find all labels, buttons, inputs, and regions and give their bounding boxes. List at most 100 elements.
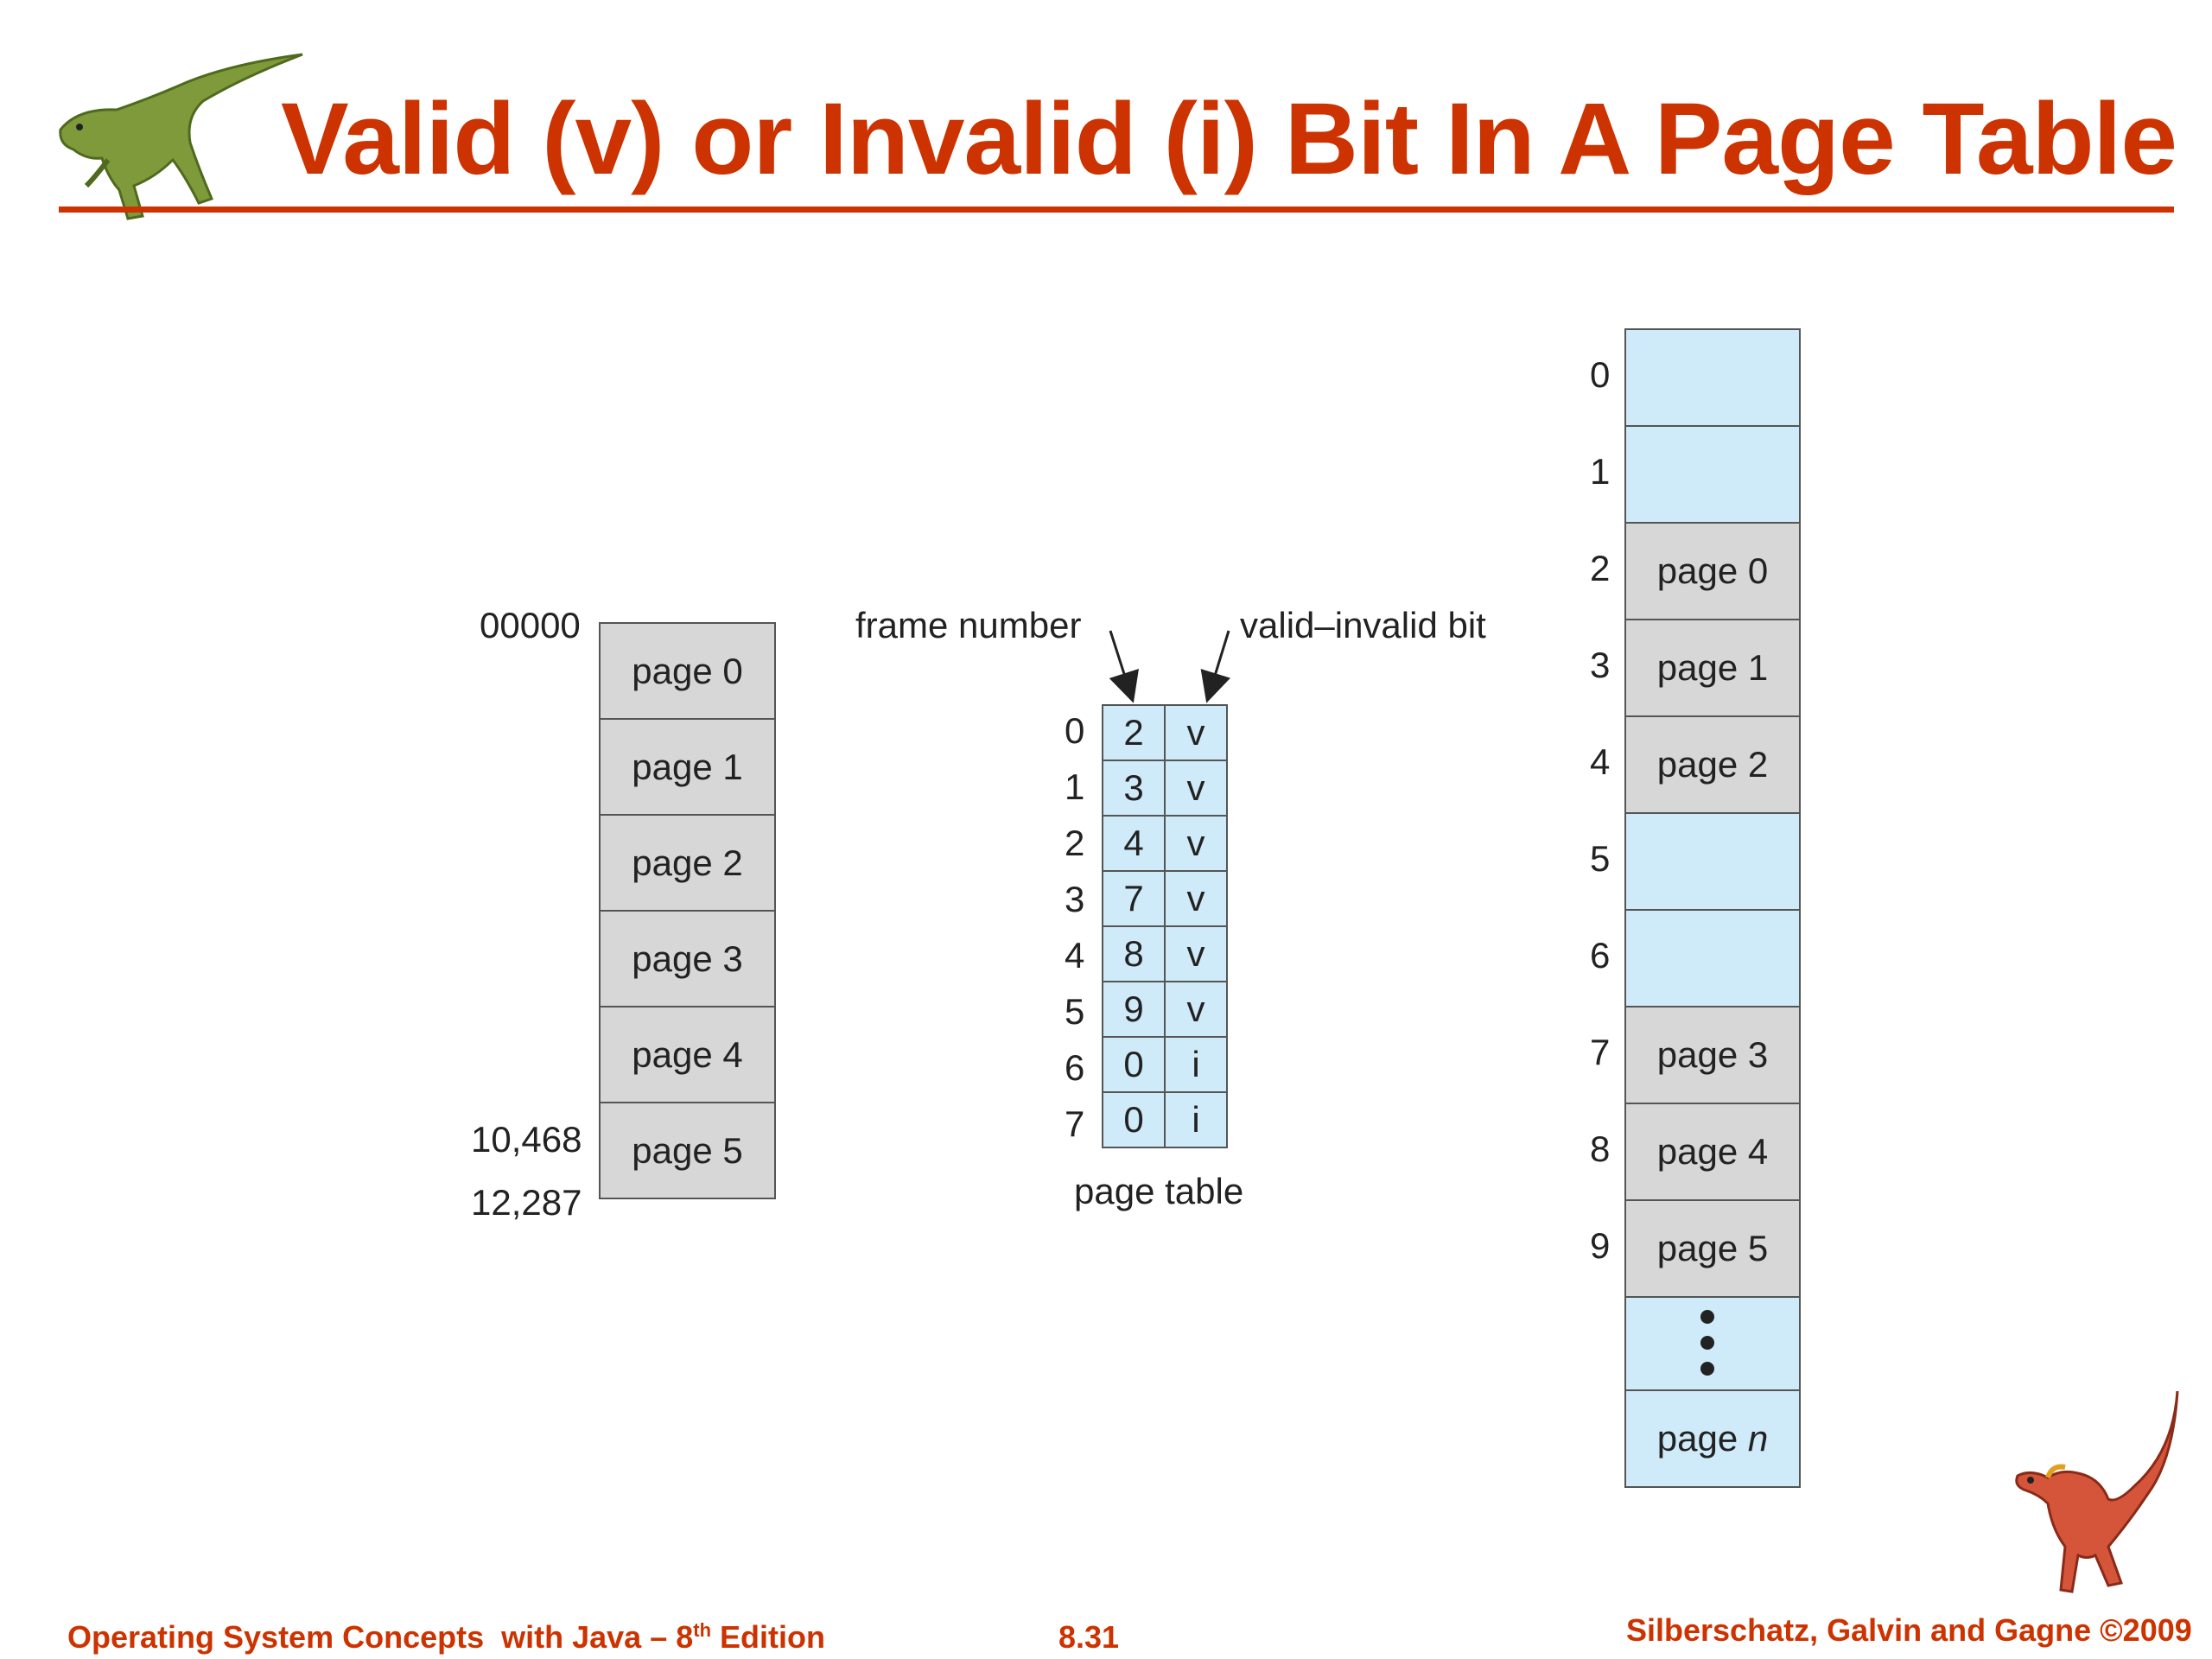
physical-frame xyxy=(1624,425,1801,524)
valid-bit-value: i xyxy=(1192,1099,1200,1140)
page-table-index: 2 xyxy=(1065,823,1085,863)
frame-index: 8 xyxy=(1590,1128,1611,1169)
physical-frame-content: page 4 xyxy=(1656,1131,1769,1172)
physical-frame: page 3 xyxy=(1624,1006,1801,1104)
frame-value: 0 xyxy=(1123,1044,1144,1084)
frame-cell: 4 xyxy=(1102,815,1166,872)
slide-title: Valid (v) or Invalid (i) Bit In A Page T… xyxy=(281,82,2177,196)
page-table-index: 0 xyxy=(1065,710,1085,751)
page-n-variable: n xyxy=(1747,1418,1769,1459)
ellipsis-dot xyxy=(1700,1310,1714,1324)
frame-cell: 0 xyxy=(1102,1036,1166,1093)
physical-frame-content: page 3 xyxy=(1656,1034,1769,1075)
valid-bit-value: v xyxy=(1186,767,1205,808)
physical-frame: page 1 xyxy=(1624,619,1801,717)
logical-page-cell: page 5 xyxy=(599,1102,776,1199)
physical-frame: page 2 xyxy=(1624,715,1801,814)
valid-bit-value: v xyxy=(1186,823,1205,863)
page-table-index: 3 xyxy=(1065,879,1085,919)
frame-index: 6 xyxy=(1590,935,1611,976)
logical-page-cell: page 4 xyxy=(599,1006,776,1103)
logical-page-label: page 0 xyxy=(632,650,743,691)
dinosaur-mascot-icon xyxy=(2015,1390,2179,1593)
page-n-prefix: page xyxy=(1656,1418,1748,1459)
frame-index: 5 xyxy=(1590,838,1611,879)
valid-bit-cell: v xyxy=(1164,815,1228,872)
ellipsis-dot xyxy=(1700,1336,1714,1350)
frame-value: 9 xyxy=(1123,988,1144,1029)
footer-edition-text: Edition xyxy=(711,1619,825,1655)
physical-frame xyxy=(1624,909,1801,1007)
physical-frame-last: page n xyxy=(1624,1389,1801,1488)
frame-index: 2 xyxy=(1590,548,1611,588)
valid-invalid-arrow xyxy=(1200,630,1231,703)
frame-cell: 9 xyxy=(1102,981,1166,1038)
frame-number-label: frame number xyxy=(855,605,1082,645)
physical-frame: page 5 xyxy=(1624,1199,1801,1298)
logical-page-label: page 1 xyxy=(632,746,743,787)
frame-value: 8 xyxy=(1123,933,1144,974)
physical-frame-content: page 1 xyxy=(1656,647,1769,688)
physical-frame xyxy=(1624,812,1801,911)
physical-frame xyxy=(1624,328,1801,427)
logical-address-end: 12,287 xyxy=(471,1182,582,1223)
valid-bit-cell: v xyxy=(1164,981,1228,1038)
footer-slide-number: 8.31 xyxy=(1058,1619,1120,1655)
ellipsis-dot xyxy=(1700,1362,1714,1376)
logical-page-cell: page 3 xyxy=(599,910,776,1007)
logical-address-mid: 10,468 xyxy=(471,1119,582,1160)
valid-bit-value: i xyxy=(1192,1044,1200,1084)
title-divider xyxy=(59,207,2174,213)
page-table-index: 7 xyxy=(1065,1103,1085,1144)
frame-value: 4 xyxy=(1123,823,1144,863)
ellipsis-frame xyxy=(1624,1296,1801,1391)
logical-address-start: 00000 xyxy=(480,605,581,645)
footer-edition-superscript: th xyxy=(693,1619,712,1641)
physical-frame: page 0 xyxy=(1624,522,1801,620)
frame-index: 9 xyxy=(1590,1225,1611,1266)
frame-value: 7 xyxy=(1123,878,1144,918)
valid-bit-cell: i xyxy=(1164,1036,1228,1093)
frame-index: 7 xyxy=(1590,1032,1611,1072)
frame-index: 0 xyxy=(1590,354,1611,395)
physical-frame-content: page 5 xyxy=(1656,1228,1769,1268)
physical-frame-content: page 0 xyxy=(1656,550,1769,591)
frame-index: 1 xyxy=(1590,451,1611,492)
frame-cell: 2 xyxy=(1102,704,1166,761)
valid-bit-cell: v xyxy=(1164,870,1228,927)
frame-value: 0 xyxy=(1123,1099,1144,1140)
valid-bit-value: v xyxy=(1186,933,1205,974)
logical-page-label: page 5 xyxy=(632,1129,743,1171)
physical-frame-content: page 2 xyxy=(1656,744,1769,785)
valid-invalid-label: valid–invalid bit xyxy=(1240,605,1486,645)
logical-page-cell: page 2 xyxy=(599,814,776,912)
footer-book-title-text: Operating System Concepts with Java – 8 xyxy=(67,1619,694,1655)
valid-bit-cell: i xyxy=(1164,1091,1228,1148)
logical-page-label: page 2 xyxy=(632,842,743,883)
page-table-index: 6 xyxy=(1065,1047,1085,1088)
frame-number-arrow xyxy=(1109,630,1139,703)
logical-page-label: page 3 xyxy=(632,938,743,979)
logical-page-cell: page 1 xyxy=(599,718,776,816)
logical-page-cell: page 0 xyxy=(599,622,776,720)
valid-bit-value: v xyxy=(1186,712,1205,753)
valid-bit-value: v xyxy=(1186,988,1205,1029)
logical-page-label: page 4 xyxy=(632,1033,743,1075)
footer-copyright: Silberschatz, Galvin and Gagne ©2009 xyxy=(1626,1612,2192,1648)
page-table-index: 5 xyxy=(1065,991,1085,1032)
frame-value: 3 xyxy=(1123,767,1144,808)
valid-bit-cell: v xyxy=(1164,760,1228,817)
dinosaur-logo-icon xyxy=(59,53,303,220)
page-table-index: 1 xyxy=(1065,766,1085,807)
frame-value: 2 xyxy=(1123,712,1144,753)
frame-cell: 0 xyxy=(1102,1091,1166,1148)
page-table-index: 4 xyxy=(1065,935,1085,976)
frame-index: 3 xyxy=(1590,645,1611,685)
frame-cell: 8 xyxy=(1102,925,1166,982)
physical-frame: page 4 xyxy=(1624,1103,1801,1201)
frame-index: 4 xyxy=(1590,741,1611,782)
valid-bit-cell: v xyxy=(1164,704,1228,761)
valid-bit-value: v xyxy=(1186,878,1205,918)
footer-book-title: Operating System Concepts with Java – 8t… xyxy=(67,1619,825,1656)
